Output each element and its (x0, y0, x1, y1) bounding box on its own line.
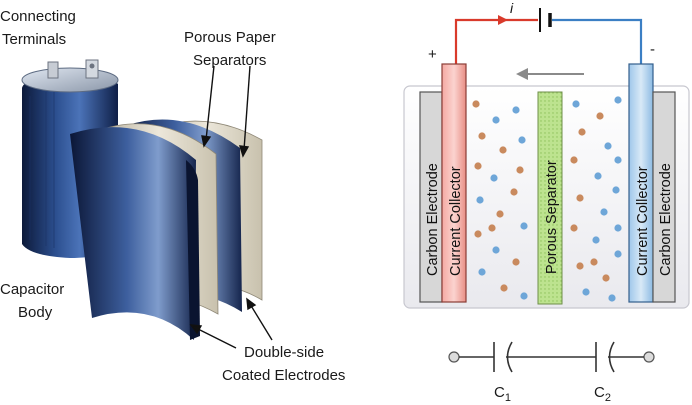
right-carbon-electrode (652, 91, 676, 303)
cation-dot (570, 156, 578, 164)
circuit-terminal-left (448, 351, 460, 363)
anion-dot (490, 174, 498, 182)
cation-dot (516, 166, 524, 174)
label-left-current-collector: Current Collector (448, 166, 464, 276)
anion-dot (492, 246, 500, 254)
label-electrodes-1: Double-side (244, 344, 324, 361)
label-right-current-collector: Current Collector (635, 166, 651, 276)
anion-dot (476, 196, 484, 204)
electrolyte-ions (472, 96, 622, 302)
cation-dot (474, 230, 482, 238)
label-c1: C1 (494, 384, 511, 404)
electrode-sheet-front (70, 127, 196, 340)
anion-dot (614, 96, 622, 104)
cation-dot (596, 112, 604, 120)
anion-dot (478, 268, 486, 276)
ion-flow-arrow-head (516, 68, 528, 80)
label-right-carbon-electrode: Carbon Electrode (658, 163, 674, 276)
label-connecting-terminals-1: Connecting (0, 8, 76, 25)
cation-dot (496, 210, 504, 218)
anion-dot (594, 172, 602, 180)
label-connecting-terminals-2: Terminals (2, 31, 66, 48)
positive-wire (454, 18, 538, 66)
anion-dot (608, 294, 616, 302)
cation-dot (578, 128, 586, 136)
anion-dot (592, 236, 600, 244)
plus-sign: + (428, 46, 437, 63)
label-porous-separator: Porous Separator (544, 160, 560, 274)
porous-separator (537, 91, 563, 305)
left-current-collector (441, 63, 467, 303)
cation-dot (474, 162, 482, 170)
cation-dot (472, 100, 480, 108)
anion-dot (520, 292, 528, 300)
label-capacitor-body-1: Capacitor (0, 281, 64, 298)
cation-dot (499, 146, 507, 154)
anion-dot (614, 224, 622, 232)
label-c2: C2 (594, 384, 611, 404)
label-left-carbon-electrode: Carbon Electrode (425, 163, 441, 276)
current-arrow (498, 15, 508, 25)
cation-dot (576, 194, 584, 202)
cation-dot (570, 224, 578, 232)
label-porous-paper-2: Separators (193, 52, 266, 69)
terminal-right (85, 59, 99, 79)
cation-dot (500, 284, 508, 292)
label-porous-paper-1: Porous Paper (184, 29, 276, 46)
circuit-terminal-right (643, 351, 655, 363)
cell-schematic: i + - Carbon Electrode Current Collector… (403, 0, 690, 404)
equivalent-circuit: C1 C2 (448, 341, 655, 404)
anion-dot (572, 100, 580, 108)
cation-dot (478, 132, 486, 140)
anion-dot (518, 136, 526, 144)
anion-dot (512, 106, 520, 114)
cation-dot (602, 274, 610, 282)
capacitor-lid (21, 67, 119, 93)
anion-dot (600, 208, 608, 216)
minus-sign: - (650, 41, 655, 58)
anion-dot (612, 186, 620, 194)
terminal-left (47, 61, 59, 79)
label-capacitor-body-2: Body (18, 304, 53, 321)
cation-dot (590, 258, 598, 266)
capacitor-cutaway-illustration: Connecting Terminals Porous Paper Separa… (0, 8, 345, 384)
label-electrodes-2: Coated Electrodes (222, 367, 345, 384)
pointer-lines (189, 65, 273, 349)
cation-dot (488, 224, 496, 232)
current-symbol: i (510, 0, 514, 16)
anion-dot (614, 250, 622, 258)
anion-dot (492, 116, 500, 124)
cation-dot (576, 262, 584, 270)
right-current-collector (628, 63, 654, 303)
anion-dot (582, 288, 590, 296)
cation-dot (512, 258, 520, 266)
anion-dot (604, 142, 612, 150)
anion-dot (520, 222, 528, 230)
can-ribs (29, 92, 55, 248)
anion-dot (614, 156, 622, 164)
terminal-hole (89, 63, 95, 69)
electrode-sheet-front-edge (186, 160, 200, 340)
negative-wire (552, 18, 643, 66)
cation-dot (510, 188, 518, 196)
